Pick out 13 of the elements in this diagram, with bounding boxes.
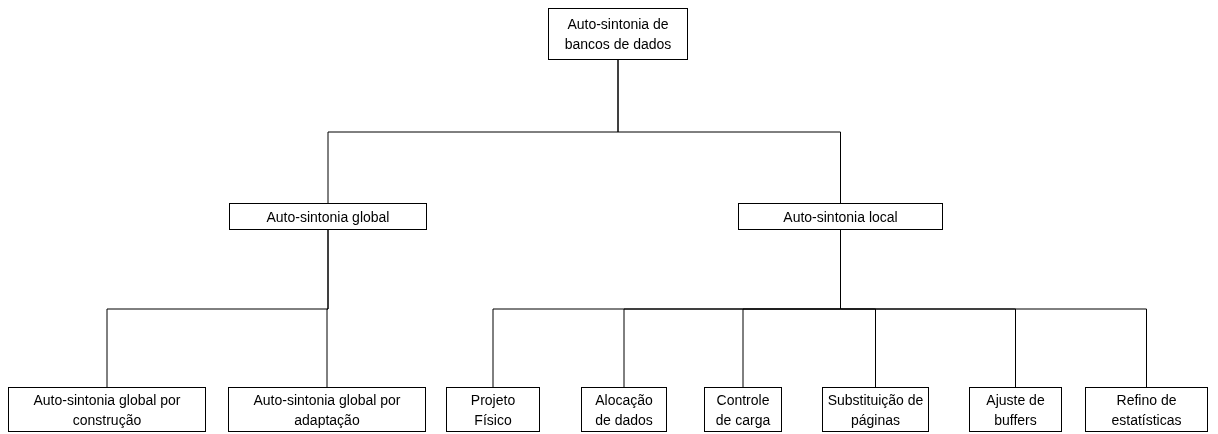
category-box: Auto-sintonia de bancos de dados bbox=[548, 8, 688, 60]
category-box: Controle de carga bbox=[704, 387, 782, 432]
category-box: Auto-sintonia global bbox=[229, 203, 427, 230]
category-box: Alocação de dados bbox=[581, 387, 667, 432]
category-box: Refino de estatísticas bbox=[1085, 387, 1208, 432]
category-box: Auto-sintonia global por construção bbox=[8, 387, 206, 432]
connector-line bbox=[326, 229, 329, 388]
category-box: Projeto Físico bbox=[446, 387, 540, 432]
category-box: Auto-sintonia local bbox=[738, 203, 943, 230]
category-box: Ajuste de buffers bbox=[969, 387, 1062, 432]
category-box: Auto-sintonia global por adaptação bbox=[228, 387, 426, 432]
category-box: Substituição de páginas bbox=[822, 387, 929, 432]
connector-line bbox=[617, 59, 841, 204]
